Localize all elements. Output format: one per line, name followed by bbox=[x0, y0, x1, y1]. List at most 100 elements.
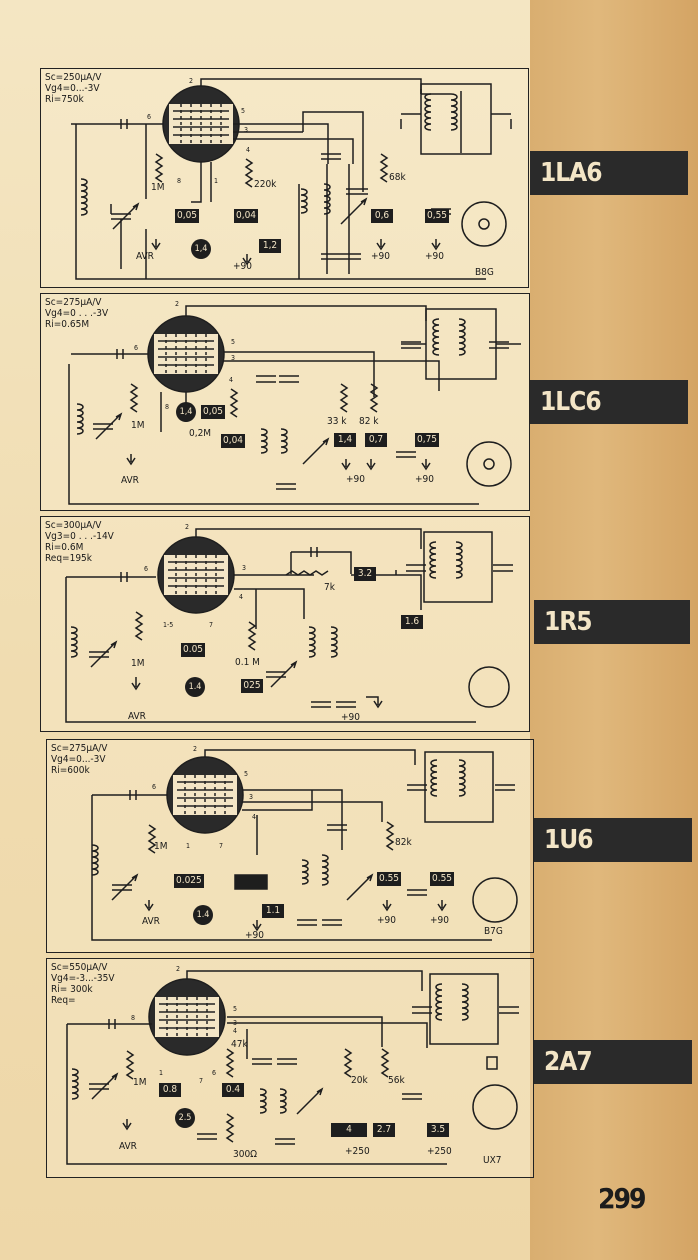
supply-label: +90 bbox=[415, 474, 434, 485]
voltage-box: 0,04 bbox=[221, 434, 246, 448]
pin-number: 6 bbox=[134, 344, 139, 352]
pin-number: 6 bbox=[147, 113, 152, 121]
voltage-box: 0.4 bbox=[222, 1083, 244, 1097]
pin-number: 6 bbox=[152, 783, 157, 791]
tube-label-1lc6: 1LC6 bbox=[530, 380, 688, 424]
tube-specs: Sc=250μA/V Vg4=0...-3V Ri=750k bbox=[45, 72, 102, 105]
voltage-box: 0.8 bbox=[159, 1083, 181, 1097]
pin-number: 7 bbox=[199, 1077, 204, 1085]
pin-number: 4 bbox=[229, 376, 234, 384]
pin-number: 1 bbox=[214, 177, 219, 185]
voltage-box: 0,75 bbox=[415, 433, 440, 447]
resistor-label: 220k bbox=[254, 179, 277, 190]
avr-label: AVR bbox=[121, 475, 139, 486]
voltage-box: 3.5 bbox=[427, 1123, 449, 1137]
pin-number: 3 bbox=[231, 354, 236, 362]
pin-number: 1 bbox=[186, 842, 191, 850]
pin-number: 4 bbox=[252, 813, 257, 821]
supply-label: +90 bbox=[430, 915, 449, 926]
supply-label: +250 bbox=[345, 1146, 370, 1157]
pin-number: 8 bbox=[177, 177, 182, 185]
voltage-box: 4 bbox=[331, 1123, 367, 1137]
pin-number: 1-5 bbox=[163, 621, 174, 629]
schematic-panel-2a7: Sc=550μA/V Vg4=-3...-35V Ri= 300k Req= 1… bbox=[46, 958, 534, 1178]
filament-voltage-circle: 2.5 bbox=[175, 1108, 195, 1128]
resistor-label: 33 k bbox=[327, 416, 347, 427]
pin-number: 8 bbox=[165, 403, 170, 411]
supply-label: +90 bbox=[341, 712, 360, 723]
tube-label-1la6: 1LA6 bbox=[530, 151, 688, 195]
grid-resistor-label: 1M bbox=[131, 658, 145, 669]
pin-number: 2 bbox=[175, 300, 180, 308]
avr-label: AVR bbox=[119, 1141, 137, 1152]
voltage-box: 3.2 bbox=[354, 567, 376, 581]
tube-label-1r5: 1R5 bbox=[534, 600, 690, 644]
pin-number: 6 bbox=[144, 565, 149, 573]
resistor-label: 82 k bbox=[359, 416, 379, 427]
avr-label: AVR bbox=[142, 916, 160, 927]
pin-number: 8 bbox=[131, 1014, 136, 1022]
supply-label: +90 bbox=[346, 474, 365, 485]
voltage-box: 0,05 bbox=[175, 209, 200, 223]
resistor-label: 56k bbox=[388, 1075, 405, 1086]
voltage-box: 1.6 bbox=[401, 615, 423, 629]
pin-number: 3 bbox=[233, 1019, 238, 1027]
voltage-box: 0.55 bbox=[430, 872, 455, 886]
schematic-panel-1lc6: Sc=275μA/V Vg4=0 . . .-3V Ri=0.65M 1M 0,… bbox=[40, 293, 530, 511]
pin-number: 4 bbox=[233, 1027, 238, 1035]
pin-number: 4 bbox=[246, 146, 251, 154]
avr-label: AVR bbox=[136, 251, 154, 262]
voltage-box: 0.55 bbox=[377, 872, 402, 886]
voltage-box: 0.025 bbox=[174, 874, 204, 888]
supply-label: +90 bbox=[245, 930, 264, 941]
pin-number: 2 bbox=[189, 77, 194, 85]
voltage-box: 2.7 bbox=[373, 1123, 395, 1137]
circuit-diagram bbox=[91, 749, 518, 941]
pin-number: 6 bbox=[212, 1069, 217, 1077]
pin-number: 2 bbox=[185, 523, 190, 531]
filament-voltage-circle: 1,4 bbox=[191, 239, 211, 259]
grid-resistor-label: 1M bbox=[151, 182, 165, 193]
grid-resistor-label: 1M bbox=[131, 420, 145, 431]
grid-resistor-label: 1M bbox=[154, 841, 168, 852]
pin-number: 1 bbox=[159, 1069, 164, 1077]
pin-number: 5 bbox=[241, 107, 246, 115]
schematic-panel-1r5: Sc=300μA/V Vg3=0 . . .-14V Ri=0.6M Req=1… bbox=[40, 516, 530, 732]
resistor-label: 7k bbox=[324, 582, 335, 593]
supply-label: +90 bbox=[377, 915, 396, 926]
voltage-box: 0,7 bbox=[365, 433, 387, 447]
base-type-label: B7G bbox=[484, 926, 503, 937]
resistor-label: 0,2M bbox=[189, 428, 212, 439]
pin-number: 3 bbox=[242, 564, 247, 572]
voltage-box: 0,55 bbox=[425, 209, 450, 223]
resistor-label: 0.1 M bbox=[235, 657, 260, 668]
voltage-box: 0,6 bbox=[371, 209, 393, 223]
pin-number: 7 bbox=[219, 842, 224, 850]
voltage-box: 0,04 bbox=[234, 209, 259, 223]
supply-label: +90 bbox=[371, 251, 390, 262]
resistor-label: 68k bbox=[389, 172, 406, 183]
schematic-panel-1u6: Sc=275μA/V Vg4=0...-3V Ri=600k 1M 82k AV… bbox=[46, 739, 534, 953]
voltage-box: 1,2 bbox=[259, 239, 281, 253]
tube-label-2a7: 2A7 bbox=[534, 1040, 692, 1084]
tube-specs: Sc=550μA/V Vg4=-3...-35V Ri= 300k Req= bbox=[51, 962, 115, 1006]
base-type-label: B8G bbox=[475, 267, 494, 278]
filament-voltage-circle: 1.4 bbox=[185, 677, 205, 697]
supply-label: +90 bbox=[425, 251, 444, 262]
base-type-label: UX7 bbox=[483, 1155, 502, 1166]
supply-label: +90 bbox=[233, 261, 252, 272]
grid-resistor-label: 1M bbox=[133, 1077, 147, 1088]
circuit-diagram bbox=[71, 78, 512, 280]
pin-number: 5 bbox=[244, 770, 249, 778]
resistor-label: 82k bbox=[395, 837, 412, 848]
pin-number: 2 bbox=[176, 965, 181, 973]
tube-specs: Sc=275μA/V Vg4=0 . . .-3V Ri=0.65M bbox=[45, 297, 109, 330]
avr-label: AVR bbox=[128, 711, 146, 722]
filament-voltage-circle: 1.4 bbox=[193, 905, 213, 925]
pin-number: 5 bbox=[233, 1005, 238, 1013]
pin-number: 7 bbox=[209, 621, 214, 629]
resistor-label: 300Ω bbox=[233, 1149, 258, 1160]
schematic-panel-1la6: Sc=250μA/V Vg4=0...-3V Ri=750k 1M 220k 6… bbox=[40, 68, 529, 288]
filament-voltage-circle: 1,4 bbox=[176, 402, 196, 422]
voltage-box: 0,05 bbox=[201, 405, 226, 419]
